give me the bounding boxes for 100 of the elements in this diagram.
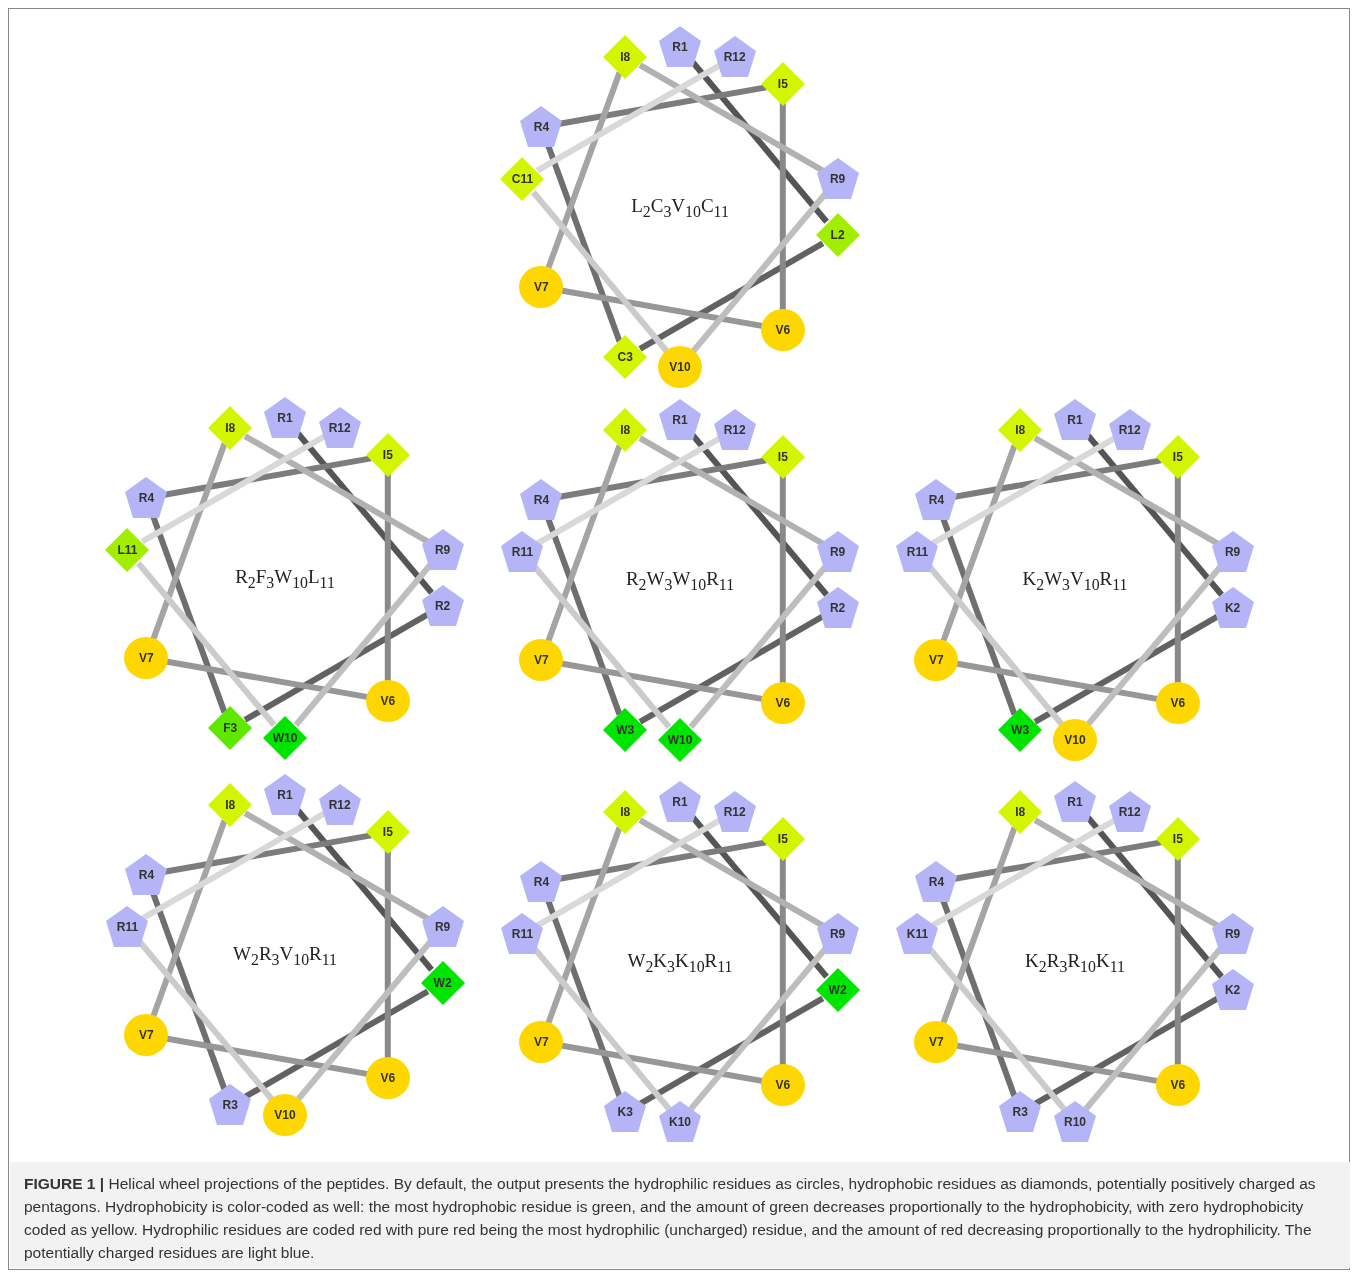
peptide-label: K$_{2}$W$_{3}$V$_{10}$R$_{11}$ bbox=[1021, 568, 1129, 594]
residue-pentagon: K2 bbox=[1210, 967, 1255, 1012]
residue-pentagon: R1 bbox=[263, 773, 307, 817]
residue-diamond: I8 bbox=[998, 407, 1043, 452]
residue-pentagon: R4 bbox=[124, 476, 169, 520]
residue-pentagon: R1 bbox=[658, 398, 702, 442]
residue-diamond: I8 bbox=[603, 407, 648, 452]
residue-diamond: W2 bbox=[815, 967, 860, 1012]
residue-pentagon: R1 bbox=[658, 780, 702, 824]
residue-circle: V7 bbox=[124, 636, 169, 680]
residue-pentagon: K2 bbox=[1210, 585, 1255, 630]
residue-circle: V10 bbox=[1053, 718, 1097, 762]
residue-pentagon: R11 bbox=[105, 905, 150, 950]
residue-diamond: L11 bbox=[105, 528, 150, 573]
peptide-label: R$_{2}$W$_{3}$W$_{10}$R$_{11}$ bbox=[624, 568, 736, 594]
connector-line bbox=[557, 84, 767, 127]
residue-circle: V6 bbox=[760, 1062, 805, 1107]
residue-pentagon: R12 bbox=[317, 405, 362, 450]
residue-diamond: W10 bbox=[263, 716, 307, 760]
residue-pentagon: R1 bbox=[1053, 780, 1097, 824]
connector-line bbox=[1033, 435, 1220, 547]
residue-diamond: C3 bbox=[603, 335, 648, 380]
connector-line bbox=[1033, 817, 1220, 929]
residue-circle: V10 bbox=[263, 1093, 307, 1137]
connector-line bbox=[638, 995, 825, 1107]
residue-diamond: W3 bbox=[603, 708, 648, 753]
residue-pentagon: R2 bbox=[815, 585, 860, 630]
residue-circle: V6 bbox=[365, 1055, 410, 1100]
connector-line bbox=[243, 433, 430, 545]
residue-circle: V7 bbox=[914, 638, 959, 682]
residue-circle: V7 bbox=[914, 1020, 959, 1064]
residue-pentagon: R1 bbox=[658, 25, 702, 69]
connector-line bbox=[243, 611, 430, 723]
residue-pentagon: R9 bbox=[420, 905, 465, 950]
residue-diamond: W2 bbox=[420, 960, 465, 1005]
residue-pentagon: R4 bbox=[519, 105, 564, 149]
residue-circle: V6 bbox=[365, 678, 410, 723]
residue-diamond: I8 bbox=[603, 34, 648, 79]
residue-pentagon: R9 bbox=[420, 528, 465, 573]
residue-diamond: I5 bbox=[760, 62, 805, 107]
peptide-label: K$_{2}$R$_{3}$R$_{10}$K$_{11}$ bbox=[1024, 950, 1126, 976]
residue-pentagon: R12 bbox=[712, 789, 757, 834]
residue-pentagon: R9 bbox=[815, 912, 860, 957]
residue-pentagon: R11 bbox=[500, 912, 545, 957]
residue-pentagon: R9 bbox=[815, 157, 860, 202]
residue-pentagon: R9 bbox=[1210, 912, 1255, 957]
residue-diamond: F3 bbox=[208, 706, 253, 751]
residue-pentagon: R3 bbox=[998, 1090, 1043, 1135]
residue-pentagon: R9 bbox=[1210, 530, 1255, 575]
residue-diamond: I5 bbox=[365, 810, 410, 855]
residue-diamond: I8 bbox=[603, 789, 648, 834]
residue-pentagon: R4 bbox=[914, 478, 959, 522]
residue-circle: V6 bbox=[1155, 680, 1200, 725]
residue-diamond: I5 bbox=[365, 433, 410, 478]
residue-pentagon: R12 bbox=[1107, 789, 1152, 834]
connector-line bbox=[1033, 613, 1220, 725]
residue-diamond: I5 bbox=[760, 435, 805, 480]
residue-pentagon: R2 bbox=[420, 583, 465, 628]
residue-circle: V7 bbox=[519, 638, 564, 682]
residue-diamond: I8 bbox=[998, 789, 1043, 834]
residue-pentagon: R10 bbox=[1053, 1100, 1097, 1144]
residue-pentagon: R4 bbox=[914, 860, 959, 904]
residue-pentagon: R1 bbox=[263, 396, 307, 440]
residue-pentagon: R12 bbox=[712, 34, 757, 79]
residue-circle: V6 bbox=[760, 307, 805, 352]
residue-pentagon: K10 bbox=[658, 1100, 702, 1144]
connector-line bbox=[638, 62, 825, 174]
connector-line bbox=[162, 455, 372, 498]
residue-diamond: I5 bbox=[1155, 817, 1200, 862]
connector-line bbox=[1033, 995, 1220, 1107]
residue-pentagon: R4 bbox=[519, 860, 564, 904]
peptide-label: W$_{2}$R$_{3}$V$_{10}$R$_{11}$ bbox=[232, 943, 338, 969]
residue-diamond: C11 bbox=[500, 157, 545, 202]
residue-diamond: I8 bbox=[208, 782, 253, 827]
residue-circle: V6 bbox=[1155, 1062, 1200, 1107]
residue-circle: V6 bbox=[760, 680, 805, 725]
connector-line bbox=[162, 832, 372, 875]
connector-line bbox=[557, 457, 767, 500]
residue-pentagon: R11 bbox=[895, 530, 940, 575]
residue-pentagon: R4 bbox=[124, 853, 169, 897]
residue-pentagon: K11 bbox=[895, 912, 940, 957]
figure-caption: FIGURE 1 | Helical wheel projections of the peptides. By default, the output presents the hydrophilic residues as circles, hydrophobic residues as diamonds, potentially positively charged as pentagons. Hydrophobicity is color-coded as well: the most hydrophobic residue is green, and the amount of green decreases proportionally to the hydrophobicity, with zero hydrophobicity coded as yellow. Hydrophilic residues are coded red with pure red being the most hydrophilic (uncharged) residue, and the amount of red decreasing proportionally to the hydrophilicity. The potentially charged residues are light blue. bbox=[10, 1162, 1350, 1268]
residue-diamond: L2 bbox=[815, 212, 860, 257]
connector-line bbox=[638, 435, 825, 547]
connector-line bbox=[136, 561, 277, 727]
peptide-label: R$_{2}$F$_{3}$W$_{10}$L$_{11}$ bbox=[234, 566, 336, 592]
residue-circle: V7 bbox=[519, 1020, 564, 1064]
connector-line bbox=[638, 817, 825, 929]
peptide-label: W$_{2}$K$_{3}$K$_{10}$R$_{11}$ bbox=[626, 950, 734, 976]
residue-pentagon: R12 bbox=[1107, 407, 1152, 452]
peptide-label: L$_{2}$C$_{3}$V$_{10}$C$_{11}$ bbox=[630, 195, 730, 221]
residue-circle: V10 bbox=[658, 345, 702, 389]
residue-pentagon: K3 bbox=[603, 1090, 648, 1135]
residue-diamond: W10 bbox=[658, 718, 702, 762]
connector-line bbox=[638, 240, 825, 352]
residue-diamond: W3 bbox=[998, 708, 1043, 753]
residue-pentagon: R1 bbox=[1053, 398, 1097, 442]
residue-pentagon: R9 bbox=[815, 530, 860, 575]
residue-pentagon: R3 bbox=[208, 1083, 253, 1128]
connector-line bbox=[557, 839, 767, 882]
